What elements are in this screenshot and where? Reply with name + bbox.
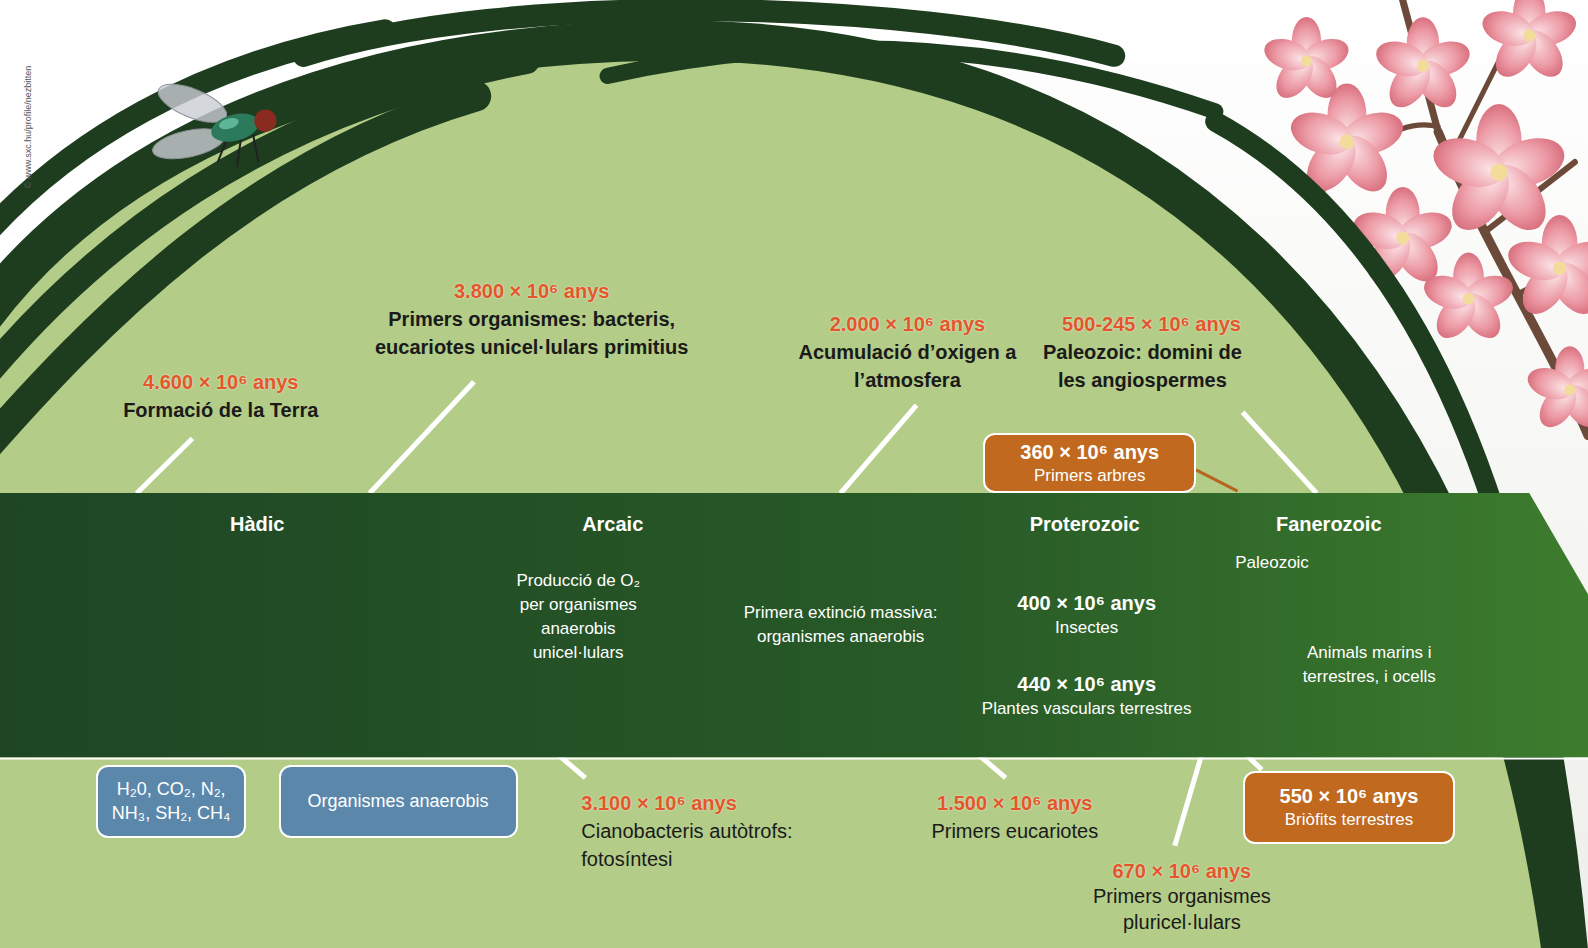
- era-name: Fanerozoic: [1227, 510, 1430, 538]
- event-date: 440 × 10⁶ anys: [975, 671, 1198, 697]
- event-date: 3.800 × 10⁶ anys: [380, 277, 684, 305]
- event-text: Primera extinció massiva: organismes ana…: [724, 601, 957, 649]
- event-text: H₂0, CO₂, N₂, NH₃, SH₂, CH₄: [106, 777, 236, 825]
- event-text: Primers eucariotes: [903, 817, 1126, 845]
- event-text: Acumulació d’oxigen a l’atmosfera: [793, 338, 1021, 394]
- event-date: 500-245 × 10⁶ anys: [1030, 310, 1273, 338]
- fly-illustration: [150, 77, 277, 168]
- event-text: Paleozoic: domini de les angiospermes: [1034, 338, 1252, 394]
- event-text: Primers organismes: bacteris, eucariotes…: [339, 305, 724, 361]
- event-text: Briòfits terrestres: [1285, 809, 1413, 831]
- event-box: 550 × 10⁶ anysBriòfits terrestres: [1243, 771, 1456, 844]
- event-date: 1.500 × 10⁶ anys: [893, 789, 1136, 817]
- event-text: Insectes: [975, 616, 1198, 640]
- era-name: Proterozoic: [983, 510, 1186, 538]
- era-name: Hàdic: [156, 510, 359, 538]
- event-date: 360 × 10⁶ anys: [1020, 439, 1159, 465]
- state-box: H₂0, CO₂, N₂, NH₃, SH₂, CH₄: [96, 765, 246, 838]
- event-text: Plantes vasculars terrestres: [955, 697, 1218, 721]
- event-text: Producció de O₂ per organismes anaerobis…: [507, 569, 649, 665]
- copyright-note: © www.sxc.hu/profile/nezbitten: [22, 52, 34, 202]
- event-date: 670 × 10⁶ anys: [1070, 857, 1293, 885]
- event-date: 3.100 × 10⁶ anys: [581, 789, 844, 817]
- event-date: 400 × 10⁶ anys: [975, 590, 1198, 616]
- event-date: 4.600 × 10⁶ anys: [99, 368, 342, 396]
- event-text: Formació de la Terra: [89, 396, 352, 424]
- dome-wreath: [0, 10, 1580, 948]
- box-leader: [1196, 470, 1238, 491]
- period-name: Paleozoic: [1201, 551, 1343, 575]
- event-date: 2.000 × 10⁶ anys: [786, 310, 1029, 338]
- event-text: Organismes anaerobis: [307, 789, 488, 813]
- event-text: Primers organismes pluricel·lulars: [1076, 883, 1289, 935]
- timeline-band: Hàdic Arcaic Proterozoic FanerozoicPaleozoi…: [0, 493, 1588, 757]
- state-box: Organismes anaerobis: [279, 765, 518, 838]
- event-date: 550 × 10⁶ anys: [1280, 783, 1419, 809]
- event-text: Animals marins i terrestres, i ocells: [1273, 641, 1465, 689]
- event-text: Primers arbres: [1034, 465, 1145, 487]
- event-text: Cianobacteris autòtrofs: fotosíntesi: [581, 817, 844, 873]
- era-name: Arcaic: [511, 510, 714, 538]
- band-edge: [0, 758, 1588, 760]
- event-box: 360 × 10⁶ anysPrimers arbres: [983, 433, 1196, 493]
